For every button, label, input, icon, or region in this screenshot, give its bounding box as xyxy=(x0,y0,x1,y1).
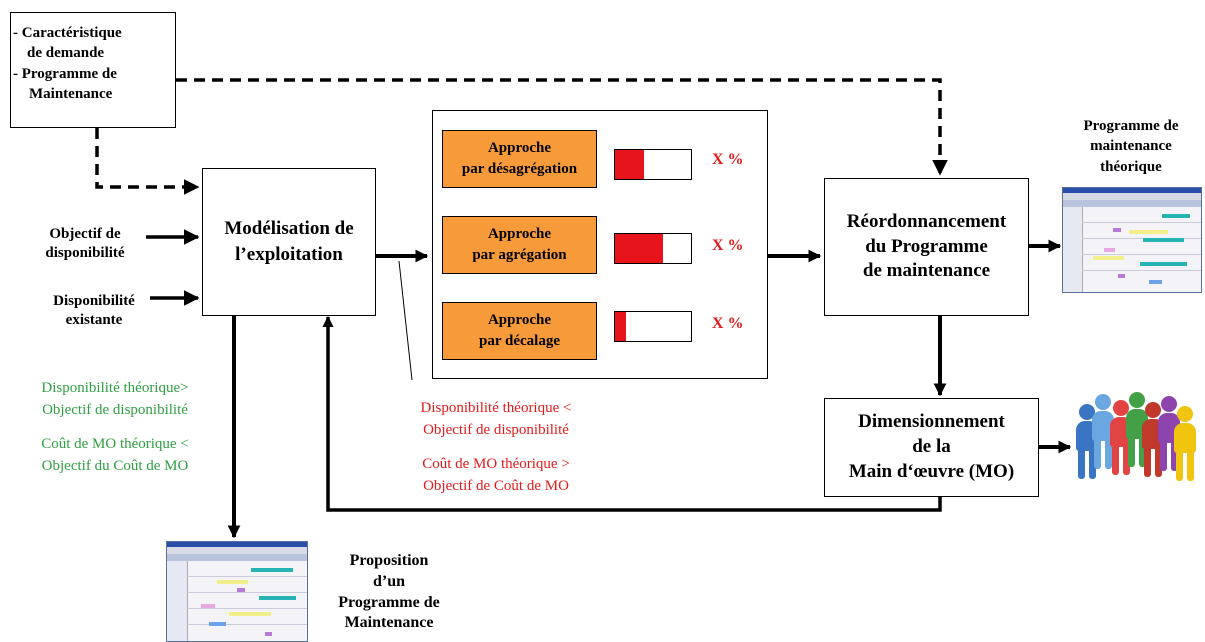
proposal-screenshot-icon xyxy=(166,541,308,642)
modeling-box: Modélisation de l’exploitation xyxy=(202,168,376,316)
approach-bar-3 xyxy=(614,311,692,342)
approach-disaggregation: Approche par désagrégation xyxy=(442,130,597,188)
approach-bar-fill-1 xyxy=(615,150,644,179)
dashed-arrow-to-modeling xyxy=(95,128,200,195)
approach-bar-1 xyxy=(614,149,692,180)
green-cost-condition: Coût de MO théorique < Objectif du Coût … xyxy=(41,436,189,474)
approach-pct-1: X % xyxy=(712,151,744,168)
pointer-line xyxy=(398,260,413,381)
staffing-box: Dimensionnement de la Main d‘œuvre (MO) xyxy=(824,398,1039,497)
green-availability-condition: Disponibilité théorique> Objectif de dis… xyxy=(41,380,189,418)
theoretical-program-label: Programme de maintenance théorique xyxy=(1083,118,1179,175)
input-line-4: Maintenance xyxy=(29,85,113,102)
people-group-icon xyxy=(1072,390,1202,490)
approach-pct-3: X % xyxy=(712,315,744,332)
reorder-box: Réordonnancement du Programme de mainten… xyxy=(824,178,1029,316)
red-cost-condition: Coût de MO théorique > Objectif de Coût … xyxy=(422,456,570,494)
proposal-label: Proposition d’un Programme de Maintenanc… xyxy=(338,552,440,632)
approach-bar-fill-3 xyxy=(615,312,626,341)
objective-label: Objectif de disponibilité xyxy=(45,226,125,261)
existing-label: Disponibilité existante xyxy=(53,293,135,328)
approach-pct-2: X % xyxy=(712,237,744,254)
approach-aggregation: Approche par agrégation xyxy=(442,216,597,274)
dashed-arrow-to-reorder xyxy=(176,78,948,176)
input-line-2: de demande xyxy=(27,45,105,62)
approach-bar-2 xyxy=(614,233,692,264)
input-box: - Caractéristique de demande - Programme… xyxy=(10,12,176,128)
approach-shift: Approche par décalage xyxy=(442,302,597,360)
input-line-3: - Programme de xyxy=(13,65,117,82)
red-availability-condition: Disponibilité théorique < Objectif de di… xyxy=(420,400,572,438)
approach-bar-fill-2 xyxy=(615,234,663,263)
input-line-1: - Caractéristique xyxy=(13,25,122,41)
arrow-feedback xyxy=(322,315,942,512)
theoretical-program-screenshot-icon xyxy=(1062,187,1202,293)
